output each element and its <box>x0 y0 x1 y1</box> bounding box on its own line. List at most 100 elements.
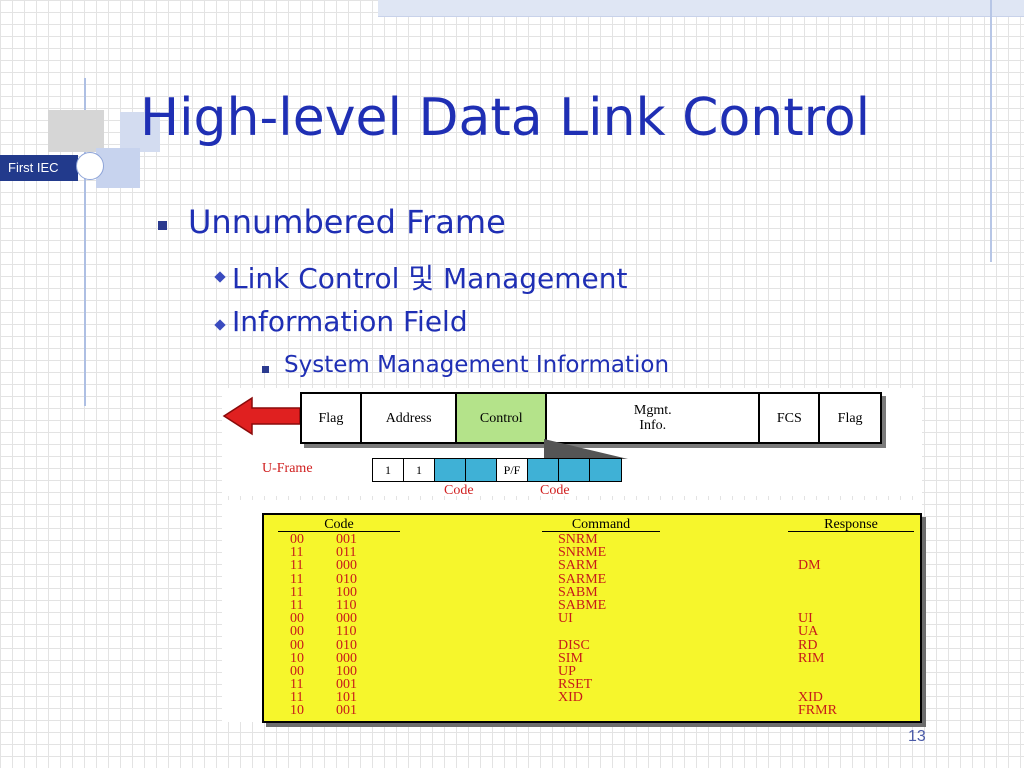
square-bullet-icon <box>262 366 269 373</box>
code-high-bits: 11 <box>290 545 304 561</box>
frame-field-flag: Flag <box>302 394 362 442</box>
column-header-response: Response <box>788 518 914 532</box>
code-high-bits: 11 <box>290 584 304 600</box>
response-cell: DM <box>798 558 821 574</box>
frame-field-control: Control <box>457 394 548 442</box>
code-high-bits: 00 <box>290 611 304 627</box>
column-header-code: Code <box>278 518 400 532</box>
table-row: 00 010 DISC RD <box>264 637 920 653</box>
code-low-bits: 101 <box>336 690 357 706</box>
column-header-command: Command <box>542 518 660 532</box>
diamond-bullet-icon <box>214 271 226 283</box>
command-cell: SABME <box>558 597 607 613</box>
command-cell: UP <box>558 663 576 679</box>
control-bits-row: 1 1 P/F <box>372 458 622 482</box>
code-low-bits: 010 <box>336 637 357 653</box>
response-cell: RD <box>798 637 818 653</box>
command-cell: SARME <box>558 571 607 587</box>
code-high-bits: 11 <box>290 597 304 613</box>
control-expansion-wedge <box>544 439 628 459</box>
frame-field-fcs: FCS <box>760 394 821 442</box>
control-bit-pf: P/F <box>497 459 528 481</box>
command-cell: UI <box>558 611 573 627</box>
command-cell: SIM <box>558 650 583 666</box>
code-low-bits: 000 <box>336 558 357 574</box>
code-low-bits: 100 <box>336 584 357 600</box>
bullet-level1: Unnumbered Frame <box>188 203 506 241</box>
command-cell: XID <box>558 690 583 706</box>
table-row: 10 001 FRMR <box>264 703 920 719</box>
code-high-bits: 11 <box>290 571 304 587</box>
left-decorative-line <box>84 78 86 406</box>
table-row: 00 110 UA <box>264 624 920 640</box>
code-high-bits: 00 <box>290 637 304 653</box>
control-bit <box>559 459 590 481</box>
response-cell: RIM <box>798 650 825 666</box>
page-number: 13 <box>908 728 926 745</box>
slide-title: High-level Data Link Control <box>140 88 871 148</box>
table-row: 11 010 SARME <box>264 571 920 587</box>
command-cell: SNRME <box>558 545 607 561</box>
response-cell: XID <box>798 690 823 706</box>
square-bullet-icon <box>158 221 167 230</box>
bullet-level2: Link Control 및 Management <box>232 262 628 295</box>
code-low-bits: 110 <box>336 624 357 640</box>
code-high-bits: 11 <box>290 690 304 706</box>
command-cell: SABM <box>558 584 598 600</box>
decorative-circle-icon <box>76 152 104 180</box>
frame-field-flag-end: Flag <box>837 410 863 426</box>
response-cell: UA <box>798 624 819 640</box>
command-cell: DISC <box>558 637 590 653</box>
table-row: 11 100 SABM <box>264 584 920 600</box>
command-cell: SARM <box>558 558 598 574</box>
table-row: 00 100 UP <box>264 663 920 679</box>
code-low-bits: 011 <box>336 545 357 561</box>
sidebar-label: First IEC <box>0 155 78 181</box>
response-cell: UI <box>798 611 813 627</box>
table-row: 11 000 SARM DM <box>264 558 920 574</box>
code-high-bits: 00 <box>290 663 304 679</box>
code-high-bits: 11 <box>290 558 304 574</box>
left-arrow-icon <box>222 396 301 436</box>
code-low-bits: 110 <box>336 597 357 613</box>
code-low-bits: 001 <box>336 532 357 547</box>
table-row: 10 000 SIM RIM <box>264 650 920 666</box>
response-cell: FRMR <box>798 703 837 719</box>
code-low-bits: 001 <box>336 703 357 719</box>
code-low-bits: 000 <box>336 650 357 666</box>
code-high-bits: 00 <box>290 624 304 640</box>
top-decorative-band <box>378 0 1024 17</box>
table-row: 11 011 SNRME <box>264 545 920 561</box>
bullet-level3: System Management Information <box>284 352 670 378</box>
code-label: Code <box>444 483 474 498</box>
table-row: 11 110 SABME <box>264 597 920 613</box>
bullet-level2: Information Field <box>232 305 468 338</box>
command-cell: SNRM <box>558 532 598 547</box>
code-high-bits: 10 <box>290 703 304 719</box>
table-row: 11 101 XID XID <box>264 690 920 706</box>
control-bit: 1 <box>373 459 404 481</box>
decorative-square <box>48 110 104 152</box>
control-bit: 1 <box>404 459 435 481</box>
control-bit <box>590 459 621 481</box>
code-low-bits: 100 <box>336 663 357 679</box>
code-high-bits: 10 <box>290 650 304 666</box>
table-row: 11 001 RSET <box>264 677 920 693</box>
code-high-bits: 11 <box>290 677 304 693</box>
control-bit <box>528 459 559 481</box>
uframe-label: U-Frame <box>262 461 313 476</box>
diamond-bullet-icon <box>214 319 226 331</box>
right-decorative-line <box>990 0 992 262</box>
code-low-bits: 000 <box>336 611 357 627</box>
code-low-bits: 010 <box>336 571 357 587</box>
control-bit <box>466 459 497 481</box>
command-cell: RSET <box>558 677 593 693</box>
hdlc-frame-diagram: Flag Address Control Mgmt. Info. FCS Fla… <box>300 392 882 444</box>
code-low-bits: 001 <box>336 677 357 693</box>
frame-field-mgmt-info: Mgmt. Info. <box>547 394 761 442</box>
decorative-square <box>120 112 160 152</box>
